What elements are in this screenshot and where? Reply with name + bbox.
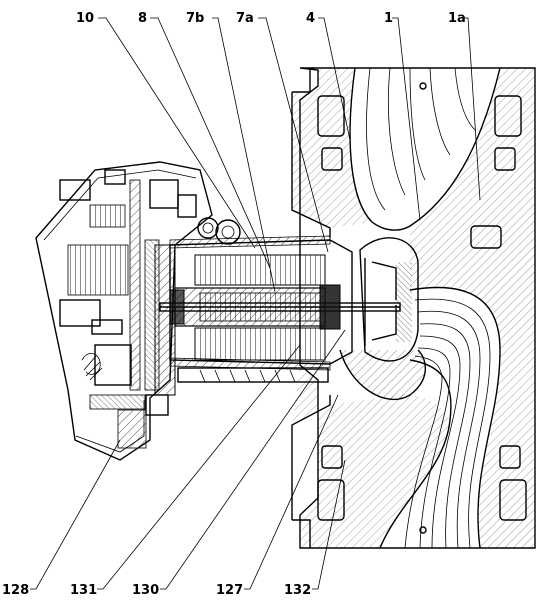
label-7b: 7b	[186, 11, 204, 26]
label-8: 8	[138, 11, 147, 26]
pump-housing	[291, 67, 536, 549]
label-128: 128	[2, 583, 29, 598]
leader-lines	[30, 17, 481, 590]
electronics-box	[35, 161, 241, 461]
label-1a: 1a	[448, 11, 466, 26]
reference-labels: 10 8 7b 7a 4 1 1a 128 131 130 127 132	[2, 11, 466, 598]
impeller	[339, 237, 426, 401]
label-130: 130	[132, 583, 159, 598]
label-1: 1	[384, 11, 393, 26]
label-7a: 7a	[236, 11, 254, 26]
label-4: 4	[306, 11, 315, 26]
motor	[159, 235, 401, 383]
label-10: 10	[76, 11, 94, 26]
label-132: 132	[284, 583, 311, 598]
label-131: 131	[70, 583, 97, 598]
label-127: 127	[216, 583, 243, 598]
